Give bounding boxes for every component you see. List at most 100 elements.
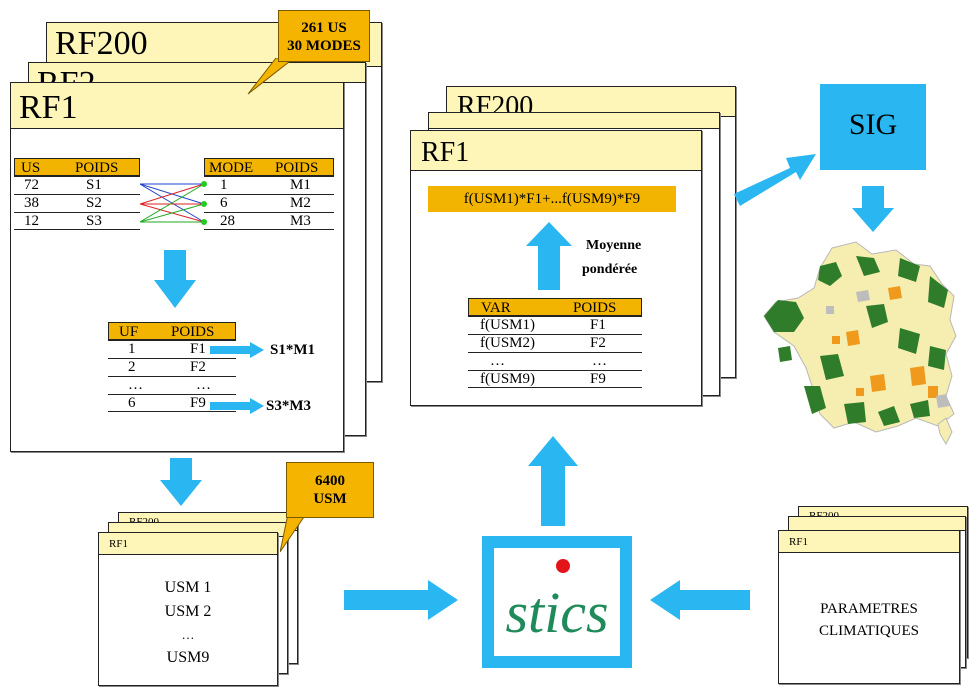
table-header: UF POIDS [108,322,236,340]
cell: 1 [128,341,136,357]
clim-line: PARAMETRES [820,601,918,617]
cell: f(USM1) [480,317,535,333]
cell: 1 [220,177,228,193]
mode-table: MODE POIDS 1 M1 6 M2 28 M3 [204,158,334,234]
callout-line: USM [313,491,347,507]
us-table: US POIDS 72 S1 38 S2 12 S3 [14,158,140,234]
header-poids: POIDS [275,160,319,176]
cell: … [196,377,211,393]
clim-rf1-card: RF1 PARAMETRES CLIMATIQUES [778,530,960,684]
usm-callout: 6400 USM [286,462,374,518]
header-poids: POIDS [171,324,215,340]
cell: … [490,353,505,369]
cell: … [128,377,143,393]
table-row: f(USM9) F9 [468,370,642,388]
table-row: f(USM2) F2 [468,334,642,352]
formula-box: f(USM1)*F1+...f(USM9)*F9 [428,186,676,212]
cell: F1 [190,341,206,357]
connection-lines [140,181,207,225]
arrow-up-icon [528,436,578,526]
cell: 6 [220,195,228,211]
card-title: RF1 [99,533,277,555]
cell: 38 [24,195,39,211]
cell: 2 [128,359,136,375]
card-title: RF2 [29,63,365,83]
table-row: 28 M3 [204,212,334,230]
arrow-right-icon [210,342,264,358]
cell: M2 [290,195,311,211]
arrow-right-icon [210,398,264,414]
usm-rf1-card: RF1 USM 1 USM 2 … USM9 [98,532,278,686]
table-row: 12 S3 [14,212,140,230]
cell: 6 [128,395,136,411]
usm-line: … [181,627,195,642]
cell: … [592,353,607,369]
cell: M1 [290,177,311,193]
cell: F2 [190,359,206,375]
cell: 12 [24,213,39,229]
arrow-down-icon [154,250,196,308]
table-row: … … [468,352,642,370]
table-row: 38 S2 [14,194,140,212]
cell: 72 [24,177,39,193]
card-header [789,517,965,531]
cell: S3 [86,213,102,229]
card-title: RF1 [779,531,959,553]
cell: F9 [190,395,206,411]
header-us: US [21,160,41,176]
table-header: US POIDS [14,158,140,176]
header-poids: POIDS [573,300,617,316]
table-row: 2 F2 [108,358,236,376]
table-row: 72 S1 [14,176,140,194]
product-label: S3*M3 [266,398,311,414]
table-header: VAR POIDS [468,298,642,316]
arrow-right-icon [344,580,458,620]
header-var: VAR [481,300,511,316]
stics-logo: stics [505,559,609,645]
callout-pointer [247,58,295,95]
cell: 28 [220,213,235,229]
callout-line: 6400 [315,473,345,489]
table-row: 6 M2 [204,194,334,212]
cell: S2 [86,195,102,211]
cell: F9 [590,371,606,387]
sig-label: SIG [848,108,898,141]
card-title: RF1 [411,131,701,171]
usm-line: USM 1 [164,579,212,596]
table-row: f(USM1) F1 [468,316,642,334]
table-header: MODE POIDS [204,158,334,176]
arrow-up-icon [526,222,572,290]
card-header [429,113,719,129]
clim-line: CLIMATIQUES [819,623,919,639]
sig-box [820,84,926,170]
caption-line: Moyenne [586,238,642,253]
callout-pointer [280,514,307,553]
table-row: 1 F1 [108,340,236,358]
modes-callout: 261 US 30 MODES [278,10,370,62]
var-table: VAR POIDS f(USM1) F1 f(USM2) F2 … … f(US… [468,298,642,390]
cell: F1 [590,317,606,333]
arrow-down-icon [160,458,202,506]
stics-logo-text: stics [505,580,608,645]
callout-line: 261 US [301,20,347,36]
arrow-diagonal-icon [734,154,816,206]
uf-table: UF POIDS 1 F1 2 F2 … … 6 F9 [108,322,236,414]
table-row: 1 M1 [204,176,334,194]
france-map [763,241,957,446]
cell: S1 [86,177,102,193]
caption-line: pondérée [582,262,638,277]
usm-line: USM 2 [164,603,212,620]
header-mode: MODE [209,160,254,176]
table-row: … … [108,376,236,394]
callout-line: 30 MODES [287,38,361,54]
cell: F2 [590,335,606,351]
cell: f(USM2) [480,335,535,351]
arrow-left-icon [650,580,750,620]
cell: M3 [290,213,311,229]
header-poids: POIDS [75,160,119,176]
red-dot-icon [556,559,570,573]
product-label: S1*M1 [270,342,315,358]
cell: f(USM9) [480,371,535,387]
header-uf: UF [119,324,139,340]
table-row: 6 F9 [108,394,236,412]
